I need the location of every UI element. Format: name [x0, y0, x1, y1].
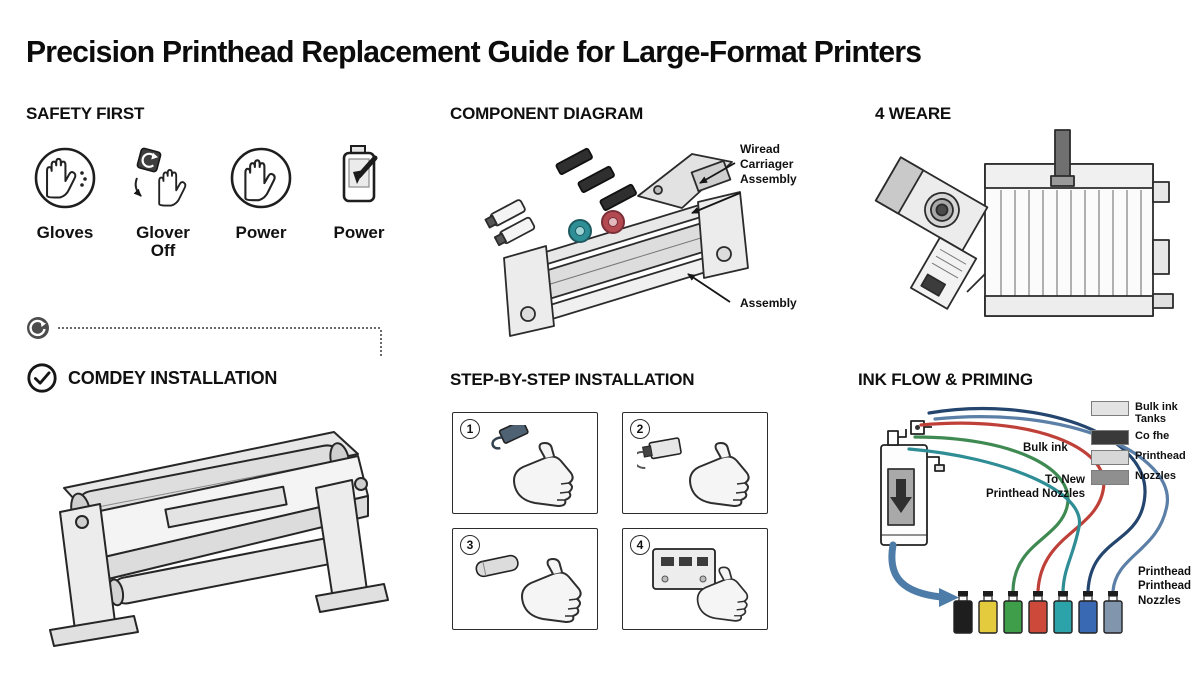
- legend-swatch: [1091, 450, 1129, 466]
- callout-assembly: Assembly: [740, 296, 797, 310]
- legend-row: Co fhe: [1091, 430, 1195, 446]
- carriage-assembly-illustration: [484, 143, 749, 337]
- printhead-line: Printhead: [1138, 566, 1192, 578]
- dotted-line-drop: [380, 330, 382, 356]
- legend-row: Bulk ink Tanks: [1091, 401, 1195, 425]
- dotted-divider: [26, 316, 380, 340]
- safety-icons-row: Gloves Glover Off Power: [22, 144, 402, 260]
- to-new-printhead-label: To New Printhead Nozzles: [943, 473, 1085, 502]
- ink-bottles: [953, 591, 1123, 634]
- completed-installation-heading: COMDEY INSTALLATION: [68, 367, 278, 388]
- legend-swatch: [1091, 401, 1129, 416]
- callout-line: Carriager: [740, 157, 794, 171]
- safety-item-gloves: Gloves: [22, 144, 108, 260]
- bulk-ink-label: Bulk ink: [1023, 442, 1068, 454]
- step-4-illustration: [652, 548, 749, 622]
- weare-heading: 4 WEARE: [875, 104, 952, 123]
- step-number: 3: [460, 535, 480, 555]
- power-unplug-icon: [342, 145, 378, 203]
- legend-label: Printhead: [1135, 450, 1186, 463]
- component-diagram-heading: COMPONENT DIAGRAM: [450, 104, 644, 123]
- legend-label: Co fhe: [1135, 430, 1170, 443]
- safety-item-glove-off: Glover Off: [120, 144, 206, 260]
- to-new-line: To New: [1044, 474, 1085, 486]
- printhead-nozzles-label: Printhead Printhead Nozzles: [1138, 565, 1191, 608]
- step-number: 4: [630, 535, 650, 555]
- progress-loop-icon: [27, 317, 49, 339]
- to-new-line: Printhead Nozzles: [985, 488, 1085, 501]
- steps-heading: STEP-BY-STEP INSTALLATION: [450, 370, 695, 389]
- page-title: Precision Printhead Replacement Guide fo…: [26, 34, 922, 69]
- check-circle-icon: [27, 363, 57, 393]
- ink-flow-heading: INK FLOW & PRIMING: [858, 370, 1033, 389]
- legend-label: Bulk ink Tanks: [1135, 401, 1178, 426]
- safety-heading: SAFETY FIRST: [26, 104, 145, 123]
- ink-legend: Bulk ink Tanks Co fhe Printhead Nozzles: [1091, 401, 1195, 486]
- step-box-4: 4: [622, 528, 768, 630]
- safety-item-label: Gloves: [36, 223, 94, 242]
- legend-row: Nozzles: [1091, 470, 1195, 486]
- completed-installation-heading-row: COMDEY INSTALLATION: [26, 362, 277, 394]
- legend-row: Printhead: [1091, 450, 1195, 466]
- legend-label: Nozzles: [1135, 470, 1176, 483]
- dotted-line: [58, 327, 380, 329]
- step-box-2: 2: [622, 412, 768, 514]
- installation-steps: 1 2 3: [452, 412, 768, 630]
- callout-line: Assembly: [740, 172, 797, 186]
- safety-item-label: Power: [333, 223, 385, 242]
- legend-swatch: [1091, 430, 1129, 446]
- step-number: 1: [460, 419, 480, 439]
- step-1-illustration: [491, 425, 574, 507]
- step-number: 2: [630, 419, 650, 439]
- printer-illustration: [49, 431, 389, 647]
- ink-flow-illustration: [880, 406, 1169, 634]
- step-2-illustration: [637, 437, 750, 507]
- printhead-line: Printhead: [1138, 580, 1192, 593]
- callout-carriage-assembly: Wiread Carriager Assembly: [740, 142, 820, 187]
- step-3-illustration: [475, 554, 582, 623]
- stop-hand-icon: [230, 147, 292, 209]
- callout-line: Wiread: [740, 142, 780, 156]
- safety-item-label: Power: [235, 223, 287, 242]
- glove-removal-icon: [133, 147, 187, 207]
- ink-flow-diagram: Bulk ink Tanks Co fhe Printhead Nozzles …: [855, 393, 1200, 673]
- step-box-3: 3: [452, 528, 598, 630]
- safety-item-label: Glover Off: [136, 223, 190, 260]
- legend-swatch: [1091, 470, 1129, 486]
- gloved-hand-icon: [34, 147, 96, 209]
- printhead-line: Nozzles: [1138, 594, 1181, 607]
- printhead-carriage-illustration: [874, 129, 1174, 317]
- component-diagram: Wiread Carriager Assembly Assembly: [448, 126, 820, 368]
- safety-item-power-hand: Power: [218, 144, 304, 260]
- safety-item-power-unplug: Power: [316, 144, 402, 260]
- step-box-1: 1: [452, 412, 598, 514]
